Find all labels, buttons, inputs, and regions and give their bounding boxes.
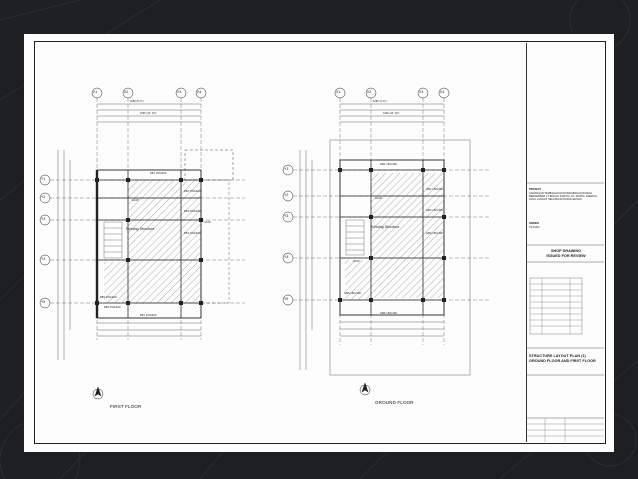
ground-beam-label: GB5 150x400	[344, 292, 361, 295]
first-beam-label: FB2 150x400	[184, 190, 201, 193]
ground-dim-label: 3300 (10'-10")	[383, 112, 400, 115]
first-grid-y5: Y5	[41, 300, 46, 304]
drawing-sheet	[24, 34, 614, 452]
first-col-tag: GCW	[204, 221, 211, 224]
first-beams	[97, 170, 201, 318]
first-dim-label: 3300 (10'-10")	[140, 112, 157, 115]
first-grid-y3: Y3	[41, 217, 46, 221]
ground-grid-x1: X1	[336, 90, 341, 94]
title-block-lines	[526, 182, 604, 442]
ground-grid-x3: X3	[419, 90, 424, 94]
drawing-title-1: STRUCTURE LAYOUT PLAN (1)	[529, 354, 586, 358]
first-top-dimensions	[97, 103, 201, 123]
drawing-status-2: ISSUED FOR REVIEW	[546, 254, 586, 258]
ground-grid-y1: Y1	[284, 167, 289, 171]
ground-grid-y3: Y3	[284, 214, 289, 218]
title-block: PROJECT CADANGAN TAMBAHAN DAN PERUBAHAN …	[526, 43, 604, 442]
ground-existing-label: Existing Structure	[371, 225, 400, 229]
first-beam-label: FB3 150x400	[184, 210, 201, 213]
first-columns	[95, 178, 203, 305]
first-stair	[103, 221, 123, 259]
first-beam-label: FB5 150x400	[100, 296, 117, 299]
ground-grid-y2: Y2	[284, 193, 289, 197]
project-text: CADANGAN TAMBAHAN DAN PERUBAHAN RUMAH BE…	[529, 192, 597, 202]
first-grid-x4: X4	[197, 90, 202, 94]
first-grid-y4: Y4	[41, 257, 46, 261]
drawing-title-2: GROUND FLOOR AND FIRST FLOOR	[529, 359, 596, 363]
ground-columns	[338, 168, 446, 302]
first-hatch	[128, 180, 201, 303]
ground-beam-label: GB4 150x400	[426, 232, 443, 235]
drawing-status-1: SHOP DRAWING	[550, 249, 582, 253]
ground-col-tag: GCW	[353, 260, 360, 263]
first-grid-x1: X1	[93, 90, 98, 94]
project-heading: PROJECT	[529, 188, 542, 191]
ground-left-dimensions	[299, 150, 313, 370]
ground-beams	[340, 160, 444, 315]
first-grid-x2: X2	[124, 90, 129, 94]
first-col-tag: GCW	[132, 199, 139, 202]
first-grid-y2: Y2	[41, 195, 46, 199]
ground-beam-label: GB2 150x400	[426, 188, 443, 191]
owner-text: TETUAN	[529, 226, 540, 229]
first-hatch-2	[104, 262, 128, 303]
ground-floor-plan	[282, 87, 490, 396]
ground-col-tag: GCW	[375, 197, 382, 200]
ground-top-dimensions	[340, 103, 444, 123]
ground-stair	[345, 219, 365, 256]
ground-beam-label: GB1 150x400	[380, 163, 397, 166]
first-beam-label: FB1 150x400	[150, 172, 167, 175]
ground-dim-label: 1680 (5'-6")	[373, 100, 387, 103]
ground-site-outline	[329, 139, 471, 376]
first-floor-title: FIRST FLOOR	[110, 404, 142, 409]
first-beam-label: FB7 150x400	[140, 314, 157, 317]
drawing-frame	[34, 41, 606, 444]
ground-grid-y4: Y4	[284, 255, 289, 259]
first-left-dimensions	[57, 150, 71, 360]
first-beam-label: FB4 150x400	[184, 232, 201, 235]
ground-beam-label: GB3 150x400	[426, 209, 443, 212]
ground-north-arrow	[359, 382, 371, 396]
first-grid-x3: X3	[177, 90, 182, 94]
first-grid-y1: Y1	[41, 177, 46, 181]
first-existing-label: Existing Structure	[126, 227, 155, 231]
first-beam-label: FB6 150x400	[104, 306, 121, 309]
ground-grid-x4: X4	[440, 90, 445, 94]
ground-beam-label: GB6 150x400	[380, 312, 397, 315]
owner-heading: OWNER	[529, 222, 539, 225]
first-north-arrow	[92, 386, 104, 400]
ground-floor-title: GROUND FLOOR	[375, 400, 414, 405]
first-floor-plan	[39, 87, 245, 400]
ground-grid-y5: Y5	[284, 297, 289, 301]
ground-grid-x2: X2	[367, 90, 372, 94]
first-dim-label: 1680 (5'-6")	[130, 100, 144, 103]
